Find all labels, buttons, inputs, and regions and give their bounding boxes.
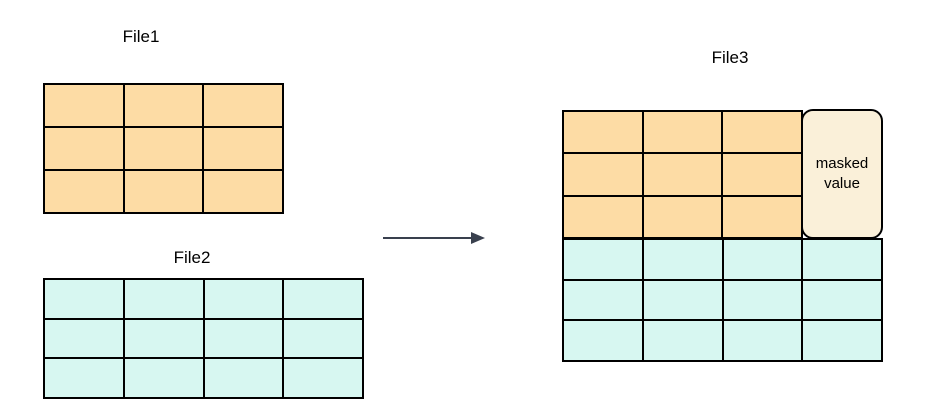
table-cell	[643, 112, 722, 153]
table-cell	[284, 319, 362, 358]
merge-arrow	[383, 232, 485, 244]
table-cell	[204, 319, 283, 358]
masked-value-label: masked value	[815, 155, 869, 192]
table-cell	[204, 280, 283, 318]
table-cell	[803, 240, 881, 279]
table-cell	[45, 359, 123, 397]
table-cell	[723, 112, 801, 153]
table-cell	[204, 171, 282, 212]
table-cell	[643, 196, 722, 237]
table-cell	[564, 240, 642, 279]
table-cell	[45, 171, 123, 212]
file2-table	[43, 278, 364, 399]
table-cell	[723, 196, 801, 237]
table-cell	[204, 85, 282, 126]
table-cell	[45, 280, 123, 318]
table-cell	[803, 280, 881, 320]
table-cell	[643, 154, 722, 195]
file3-label: File3	[711, 48, 749, 67]
table-cell	[564, 280, 642, 320]
file3-bottom-table	[562, 238, 883, 362]
table-cell	[723, 154, 801, 195]
table-cell	[124, 128, 203, 169]
table-cell	[124, 280, 203, 318]
table-cell	[45, 85, 123, 126]
table-cell	[204, 128, 282, 169]
table-cell	[45, 319, 123, 358]
table-cell	[803, 321, 881, 360]
table-cell	[284, 359, 362, 397]
table-cell	[124, 85, 203, 126]
table-cell	[564, 112, 642, 153]
table-cell	[564, 154, 642, 195]
table-cell	[643, 321, 722, 360]
table-cell	[564, 321, 642, 360]
table-cell	[45, 128, 123, 169]
table-cell	[643, 280, 722, 320]
table-cell	[723, 321, 802, 360]
table-cell	[643, 240, 722, 279]
table-cell	[723, 240, 802, 279]
table-cell	[204, 359, 283, 397]
table-cell	[124, 319, 203, 358]
file3-top-table	[562, 110, 803, 239]
table-cell	[284, 280, 362, 318]
masked-value-cell: masked value	[801, 109, 883, 239]
file1-table	[43, 83, 284, 214]
table-cell	[124, 359, 203, 397]
file2-label: File2	[173, 248, 211, 267]
table-cell	[723, 280, 802, 320]
file1-label: File1	[122, 27, 160, 46]
table-cell	[564, 196, 642, 237]
table-cell	[124, 171, 203, 212]
